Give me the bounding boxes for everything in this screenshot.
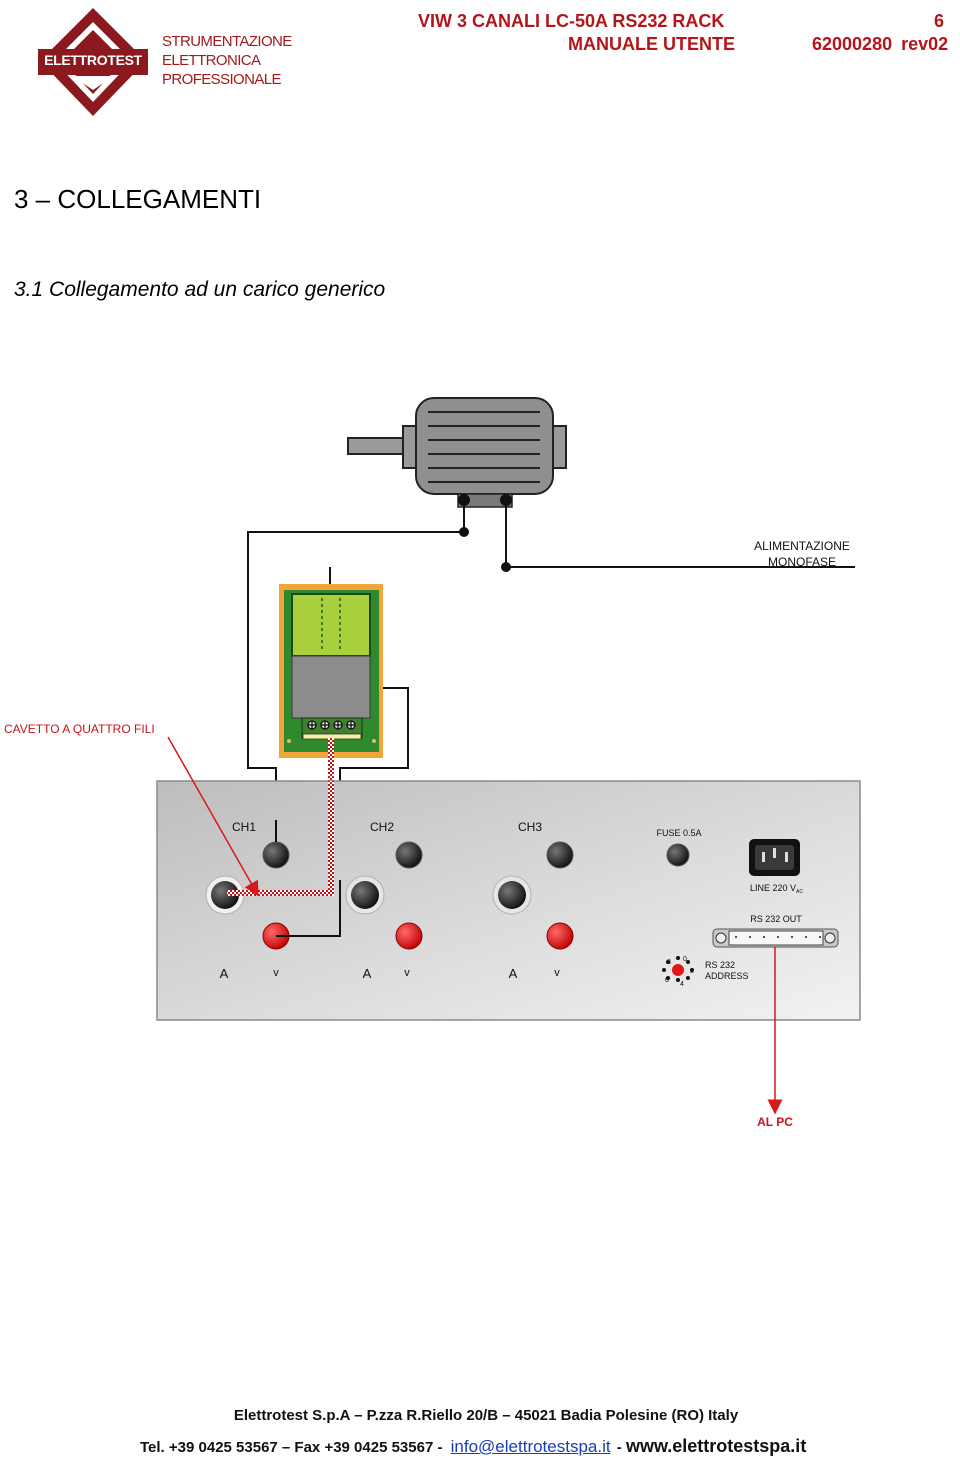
motor-load: [347, 397, 567, 508]
doc-revision: rev02: [901, 34, 949, 54]
supply-label-line-1: ALIMENTAZIONE: [754, 539, 850, 553]
line-voltage-subscript: AC: [796, 889, 803, 895]
ch1-amp-label: A: [220, 966, 229, 981]
rs232-address-label-line-1: RS 232: [705, 960, 735, 970]
junction-2: [501, 562, 511, 572]
ch1-volt-label: v: [273, 967, 279, 979]
sensor-relay: [291, 593, 371, 657]
current-sensor-module: [279, 584, 383, 758]
rs232-address-dial: [662, 956, 694, 982]
power-inlet: [749, 839, 800, 876]
cable-pointer-arrow: [167, 736, 259, 897]
ch2-volt-jack: [395, 841, 423, 869]
logo-emblem: [38, 8, 148, 116]
footer-website[interactable]: www.elettrotestspa.it: [625, 1436, 807, 1456]
ch1-volt-jack: [262, 841, 290, 869]
rs232-address-label-line-2: ADDRESS: [705, 971, 749, 981]
cable-label: CAVETTO A QUATTRO FILI: [4, 722, 155, 736]
ch3-red-terminal: [546, 922, 574, 950]
section-title: 3 – COLLEGAMENTI: [14, 184, 262, 214]
rs232-out-label: RS 232 OUT: [750, 914, 802, 924]
doc-code: 62000280 rev02: [812, 34, 948, 55]
pc-label: AL PC: [757, 1115, 793, 1129]
dial-digit-0: 0: [683, 956, 687, 963]
tagline-line-1: STRUMENTAZIONE: [162, 33, 292, 50]
ch3-current-connector: [492, 875, 532, 915]
ch3-label: CH3: [518, 820, 542, 834]
ch3-volt-jack: [546, 841, 574, 869]
section-subtitle: 3.1 Collegamento ad un carico generico: [14, 278, 386, 301]
ch3-amp-label: A: [509, 966, 518, 981]
line-voltage-label: LINE 220 VAC: [750, 883, 803, 895]
motor-terminal-box: [457, 493, 513, 508]
tagline-line-2: ELETTRONICA: [162, 52, 261, 69]
sensor-toroid: [291, 655, 371, 719]
rs232-out-connector: [712, 928, 839, 948]
doc-code-number: 62000280: [812, 34, 893, 54]
fuse-holder: [666, 843, 690, 867]
dial-digit-4: 4: [680, 981, 684, 988]
supply-label-line-2: MONOFASE: [768, 555, 836, 569]
ch2-amp-label: A: [363, 966, 372, 981]
junction-1: [459, 527, 469, 537]
page-number: 6: [934, 11, 945, 31]
footer-phone-fax: Tel. +39 0425 53567 – Fax +39 0425 53567…: [140, 1439, 443, 1456]
company-tagline: STRUMENTAZIONE ELETTRONICA PROFESSIONALE: [162, 32, 292, 89]
footer-email-link[interactable]: info@elettrotestspa.it: [450, 1437, 611, 1456]
ch2-current-connector: [345, 875, 385, 915]
ch2-volt-label: v: [404, 967, 410, 979]
motor-shaft: [347, 437, 407, 455]
fuse-label: FUSE 0.5A: [656, 828, 701, 838]
dial-digit-2: 2: [690, 968, 694, 975]
four-wire-cable-end: [227, 781, 334, 896]
logo-text: ELETTROTEST: [44, 52, 142, 68]
dial-digit-6: 6: [665, 977, 669, 984]
ch2-label: CH2: [370, 820, 394, 834]
footer-separator: -: [616, 1439, 622, 1456]
manual-title: MANUALE UTENTE: [568, 34, 735, 54]
footer-address: Elettrotest S.p.A – P.zza R.Riello 20/B …: [233, 1407, 739, 1424]
ch1-label: CH1: [232, 820, 256, 834]
dial-digit-8: 8: [667, 959, 671, 966]
footer-contacts: Tel. +39 0425 53567 – Fax +39 0425 53567…: [140, 1436, 806, 1457]
product-title: VIW 3 CANALI LC-50A RS232 RACK: [418, 11, 725, 31]
company-logo: ELETTROTEST: [38, 6, 148, 118]
ch2-red-terminal: [395, 922, 423, 950]
neutral-wire-end: [276, 880, 341, 937]
line-voltage-text: LINE 220 V: [750, 883, 796, 893]
ch3-volt-label: v: [554, 967, 560, 979]
tagline-line-3: PROFESSIONALE: [162, 71, 282, 88]
